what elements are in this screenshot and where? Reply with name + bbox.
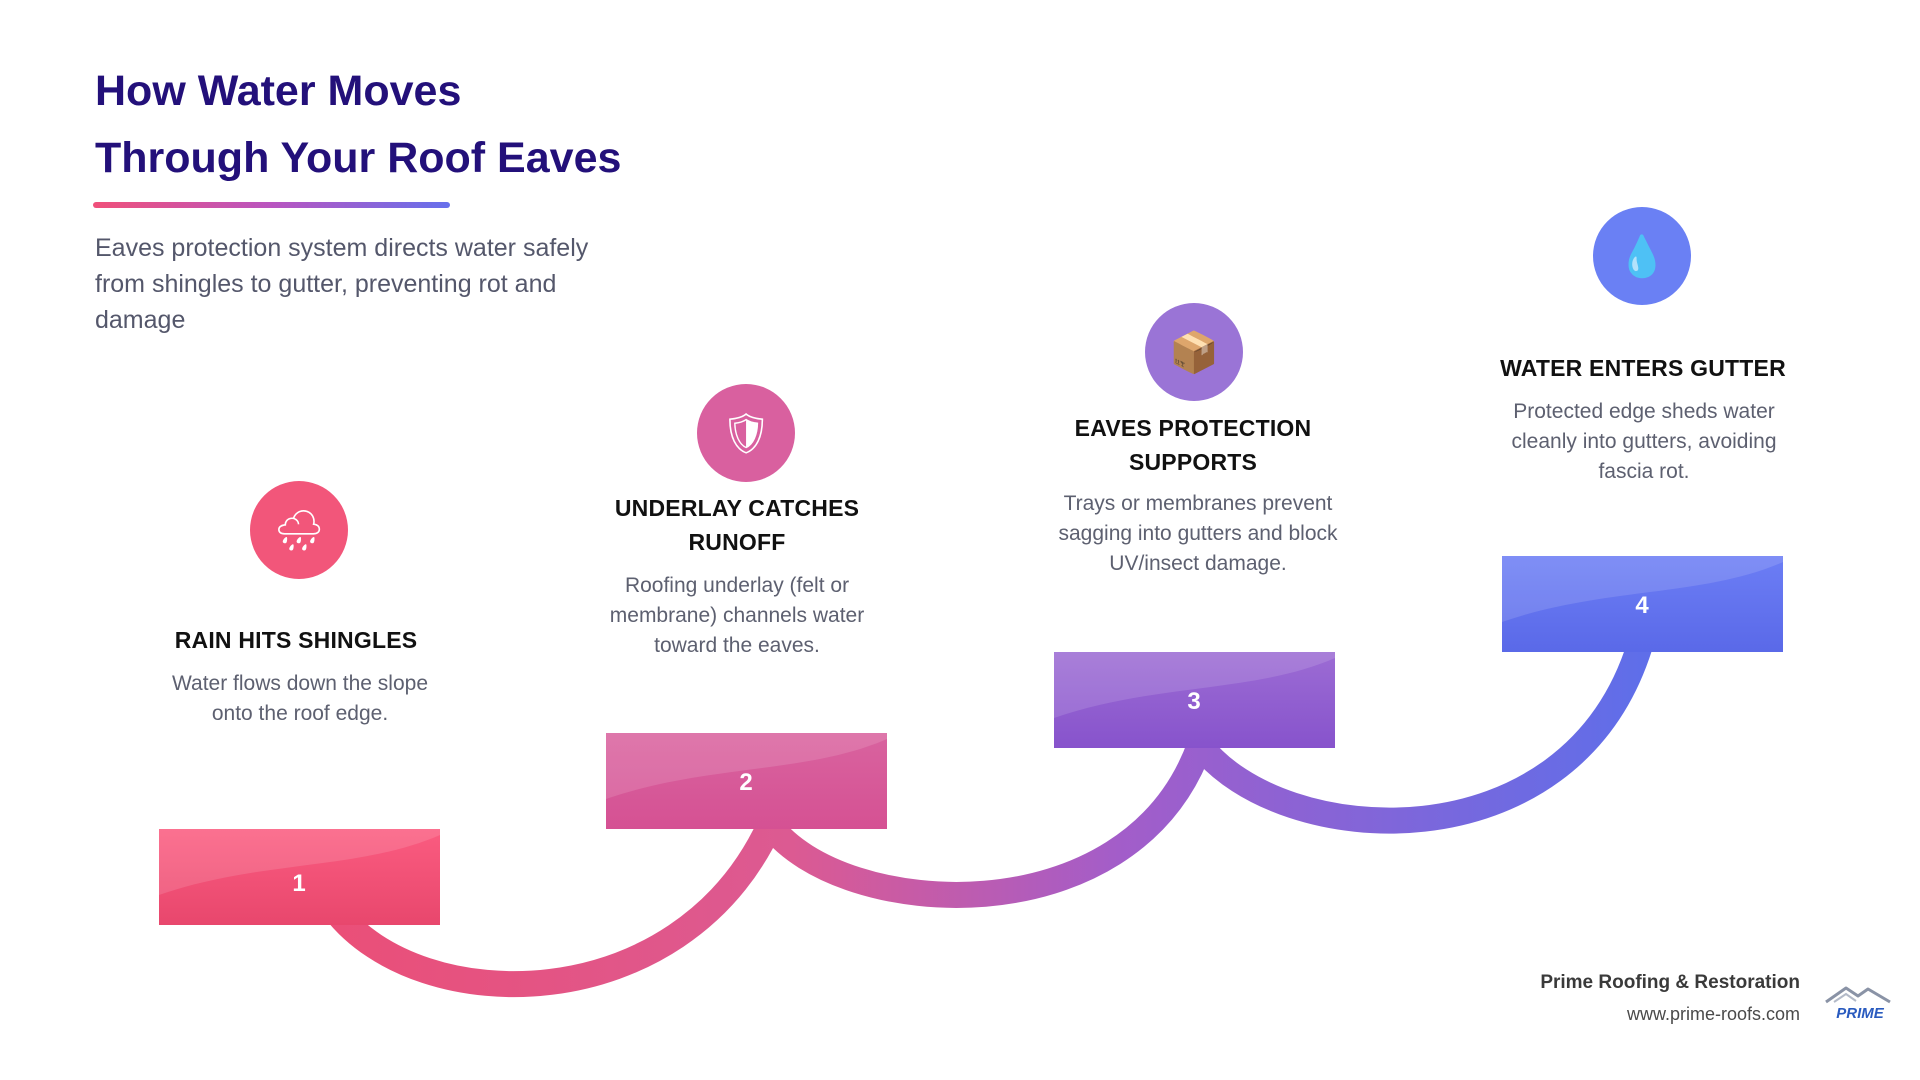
- flow-path: [322, 632, 1653, 998]
- step-block-1: 1: [159, 829, 440, 925]
- step-description-4: Protected edge sheds water cleanly into …: [1511, 400, 1777, 483]
- title-line-1: How Water Moves: [95, 67, 462, 115]
- company-name: Prime Roofing & Restoration: [1540, 972, 1800, 993]
- step-number-1: 1: [292, 870, 305, 897]
- step-number-2: 2: [739, 769, 752, 796]
- logo-text: PRIME: [1836, 1005, 1885, 1022]
- title-line-2: Through Your Roof Eaves: [95, 134, 622, 182]
- step-number-4: 4: [1635, 592, 1649, 619]
- step-heading-4: WATER ENTERS GUTTER: [1500, 355, 1786, 381]
- company-logo: PRIME: [1825, 986, 1891, 1022]
- step-block-2: 2: [606, 733, 887, 829]
- subtitle: Eaves protection system directs water sa…: [95, 234, 589, 334]
- step-description-2: Roofing underlay (felt or membrane) chan…: [609, 574, 865, 657]
- step-number-3: 3: [1187, 688, 1200, 715]
- package-icon: 📦: [1145, 303, 1243, 401]
- step-heading-2: UNDERLAY CATCHES RUNOFF: [614, 495, 860, 555]
- step-heading-1: RAIN HITS SHINGLES: [174, 627, 418, 653]
- water-drop-icon: 💧: [1593, 207, 1691, 305]
- shield-icon: 🛡: [697, 384, 795, 482]
- company-url[interactable]: www.prime-roofs.com: [1626, 1004, 1800, 1024]
- step-description-1: Water flows down the slope onto the roof…: [171, 672, 428, 725]
- step-block-3: 3: [1054, 652, 1335, 748]
- rain-cloud-icon: 🌧: [250, 481, 348, 579]
- step-block-4: 4: [1502, 556, 1783, 652]
- step-description-3: Trays or membranes prevent sagging into …: [1058, 492, 1338, 575]
- step-heading-3: EAVES PROTECTION SUPPORTS: [1074, 415, 1312, 475]
- page-title: How Water Moves Through Your Roof Eaves: [95, 58, 795, 192]
- title-underline: [93, 202, 450, 208]
